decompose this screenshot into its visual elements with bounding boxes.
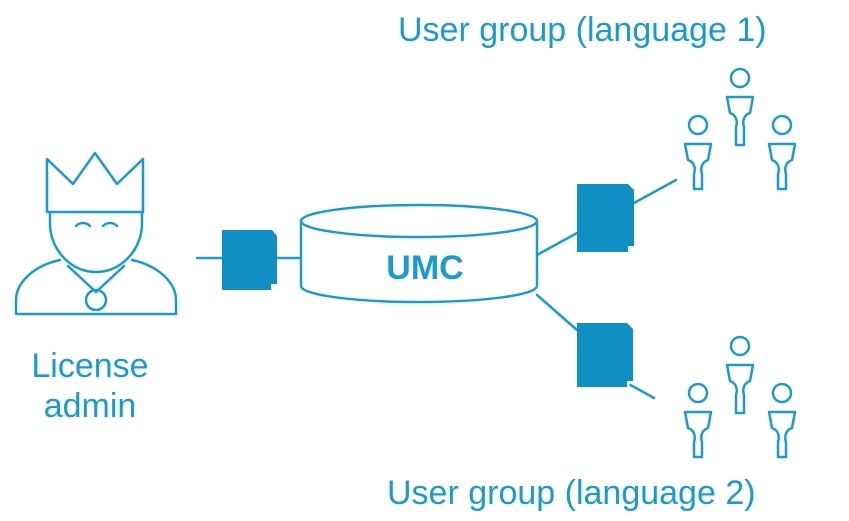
crown-shape xyxy=(45,151,145,214)
license-admin-icon xyxy=(14,151,178,316)
right-eye xyxy=(101,221,119,228)
document-icon xyxy=(222,230,277,290)
medal-icon xyxy=(84,288,108,312)
license-admin-label: License admin xyxy=(0,346,180,426)
umc-database-icon xyxy=(299,203,539,304)
connector-umc-doc-top xyxy=(535,231,579,257)
document-icon xyxy=(577,323,633,387)
cylinder-top xyxy=(299,203,539,239)
connector-doc-group1 xyxy=(632,178,678,205)
license-admin-label-line2: admin xyxy=(43,387,137,425)
connector-umc-doc-bottom xyxy=(535,293,579,332)
head-shape xyxy=(48,210,144,274)
collar-shape xyxy=(66,264,126,294)
cylinder-body xyxy=(299,219,539,304)
user-group-2-label: User group (language 2) xyxy=(387,474,756,512)
document-icon xyxy=(577,184,634,252)
user-group-1-label: User group (language 1) xyxy=(398,11,767,49)
left-eye xyxy=(74,221,92,228)
connector-doc-group2 xyxy=(625,381,656,400)
umc-label: UMC xyxy=(386,249,464,287)
license-admin-label-line1: License xyxy=(31,347,149,385)
user-group-icon xyxy=(683,67,797,191)
shoulders-shape xyxy=(14,258,178,316)
user-group-icon xyxy=(683,335,797,459)
